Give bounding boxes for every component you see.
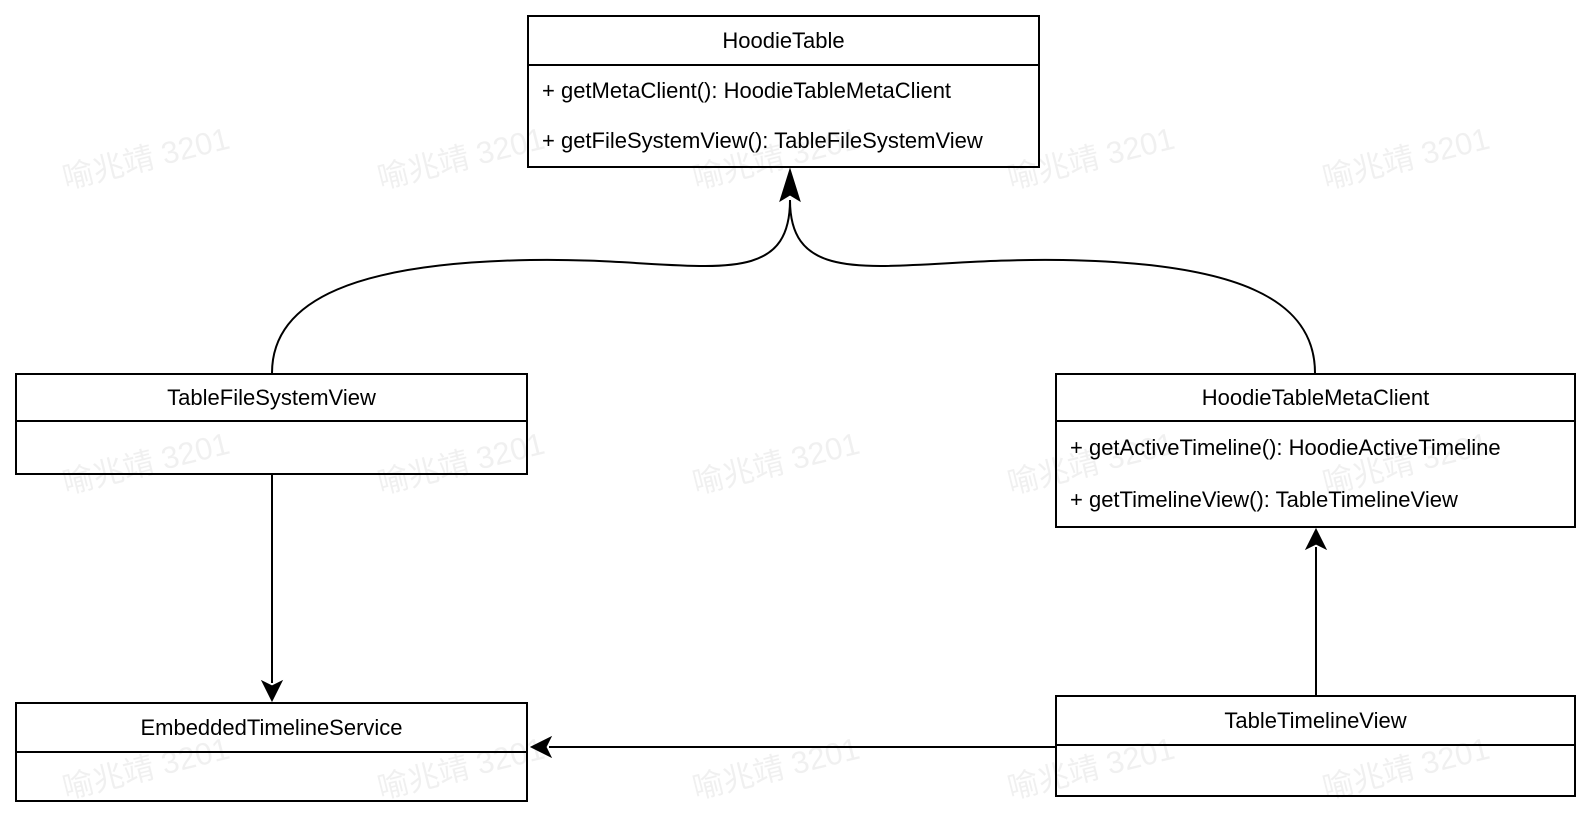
arrowhead-up-icon [779,167,801,203]
watermark-text: 喻兆靖 3201 [1319,120,1494,197]
class-method: + getTimelineView(): TableTimelineView [1070,487,1458,512]
arrowhead-up-icon [1304,527,1328,551]
watermark-text: 喻兆靖 3201 [689,730,864,807]
relation-hoodietablemetaclient-to-hoodietable [779,167,1316,374]
class-title: HoodieTableMetaClient [1057,375,1574,422]
class-title: TableFileSystemView [17,375,526,422]
class-method: + getFileSystemView(): TableFileSystemVi… [542,128,983,153]
class-table-timeline-view: TableTimelineView [1055,695,1576,797]
arrowhead-down-icon [260,679,284,703]
watermark-text: 喻兆靖 3201 [374,120,549,197]
class-methods: + getMetaClient(): HoodieTableMetaClient… [529,66,1038,166]
class-title: HoodieTable [529,17,1038,66]
relation-tablefilesystemview-to-embeddedtimelineservice [260,475,284,703]
watermark-text: 喻兆靖 3201 [59,120,234,197]
relation-tabletimelineview-to-hoodietablemetaclient [1304,527,1328,695]
class-embedded-timeline-service: EmbeddedTimelineService [15,702,528,802]
class-methods-empty [1057,746,1574,795]
watermark-text: 喻兆靖 3201 [689,425,864,502]
class-method: + getActiveTimeline(): HoodieActiveTimel… [1070,435,1501,460]
relation-tabletimelineview-to-embeddedtimelineservice [529,735,1055,759]
class-table-file-system-view: TableFileSystemView [15,373,528,475]
class-hoodie-table-meta-client: HoodieTableMetaClient + getActiveTimelin… [1055,373,1576,528]
class-methods: + getActiveTimeline(): HoodieActiveTimel… [1057,422,1574,526]
class-methods-empty [17,753,526,800]
class-methods-empty [17,422,526,473]
class-title: TableTimelineView [1057,697,1574,746]
connector-line [789,199,1316,374]
relation-tablefilesystemview-to-hoodietable [271,199,791,374]
arrowhead-left-icon [529,735,553,759]
class-method: + getMetaClient(): HoodieTableMetaClient [542,78,952,103]
connector-line [271,199,791,374]
class-title: EmbeddedTimelineService [17,704,526,753]
class-hoodie-table: HoodieTable + getMetaClient(): HoodieTab… [527,15,1040,168]
